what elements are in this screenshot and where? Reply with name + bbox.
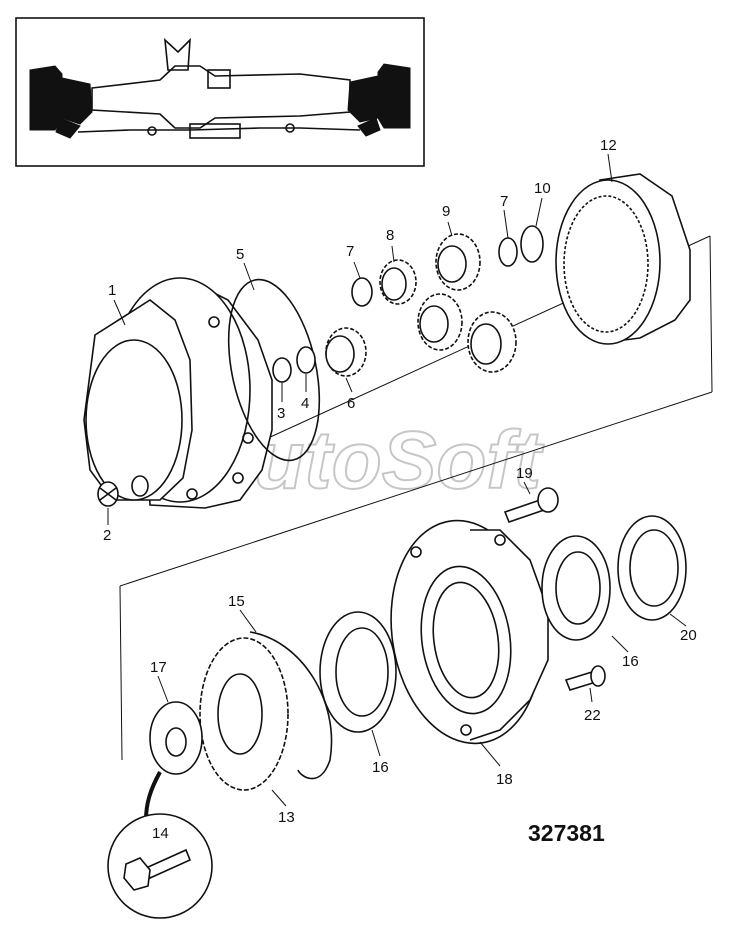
callout-9: 9 (442, 203, 450, 220)
bearing-16b-part (541, 535, 611, 641)
planet-gears-9-part (417, 233, 517, 373)
callout-22: 22 (584, 707, 601, 724)
callout-7b: 7 (500, 193, 508, 210)
callout-16b: 16 (622, 653, 639, 670)
callout-7a: 7 (346, 243, 354, 260)
callout-8: 8 (386, 227, 394, 244)
bearing-16a-part (319, 611, 397, 733)
leader-lines (107, 153, 687, 807)
callout-20: 20 (680, 627, 697, 644)
thrust-washer-part (272, 357, 292, 383)
callout-6: 6 (347, 395, 355, 412)
callout-1: 1 (108, 282, 116, 299)
callout-19: 19 (516, 465, 533, 482)
circlip-15-part (249, 631, 333, 780)
bolt-19-part (503, 487, 559, 524)
callout-4: 4 (301, 395, 309, 412)
callout-17: 17 (150, 659, 167, 676)
stud-22-part (564, 665, 606, 691)
callout-12: 12 (600, 137, 617, 154)
axle-inset (15, 17, 425, 167)
callout-15: 15 (228, 593, 245, 610)
gear-ring-13-part (199, 637, 289, 791)
oil-seal-20-part (617, 515, 687, 621)
planet-gear-8-part (379, 259, 417, 305)
circlip-10-part (520, 225, 544, 263)
bolt-inset-14 (107, 813, 213, 919)
callout-16a: 16 (372, 759, 389, 776)
thrust-washer-7a-part (351, 277, 373, 307)
callout-3: 3 (277, 405, 285, 422)
callout-5: 5 (236, 246, 244, 263)
drawing-number: 327381 (528, 820, 605, 846)
callout-18: 18 (496, 771, 513, 788)
sun-gear-part (325, 327, 367, 377)
wheel-hub-18-part (390, 519, 549, 745)
callout-13: 13 (278, 809, 295, 826)
spacer-17-part (149, 701, 203, 775)
circlip-part (296, 346, 316, 374)
callout-10: 10 (534, 180, 551, 197)
annulus-ring-part (555, 173, 691, 345)
inset-leader (144, 771, 162, 821)
callout-14: 14 (152, 825, 169, 842)
callout-2: 2 (103, 527, 111, 544)
thrust-washer-7b-part (498, 237, 518, 267)
hub-housing-part (83, 277, 273, 509)
drain-plug-part (97, 481, 119, 507)
